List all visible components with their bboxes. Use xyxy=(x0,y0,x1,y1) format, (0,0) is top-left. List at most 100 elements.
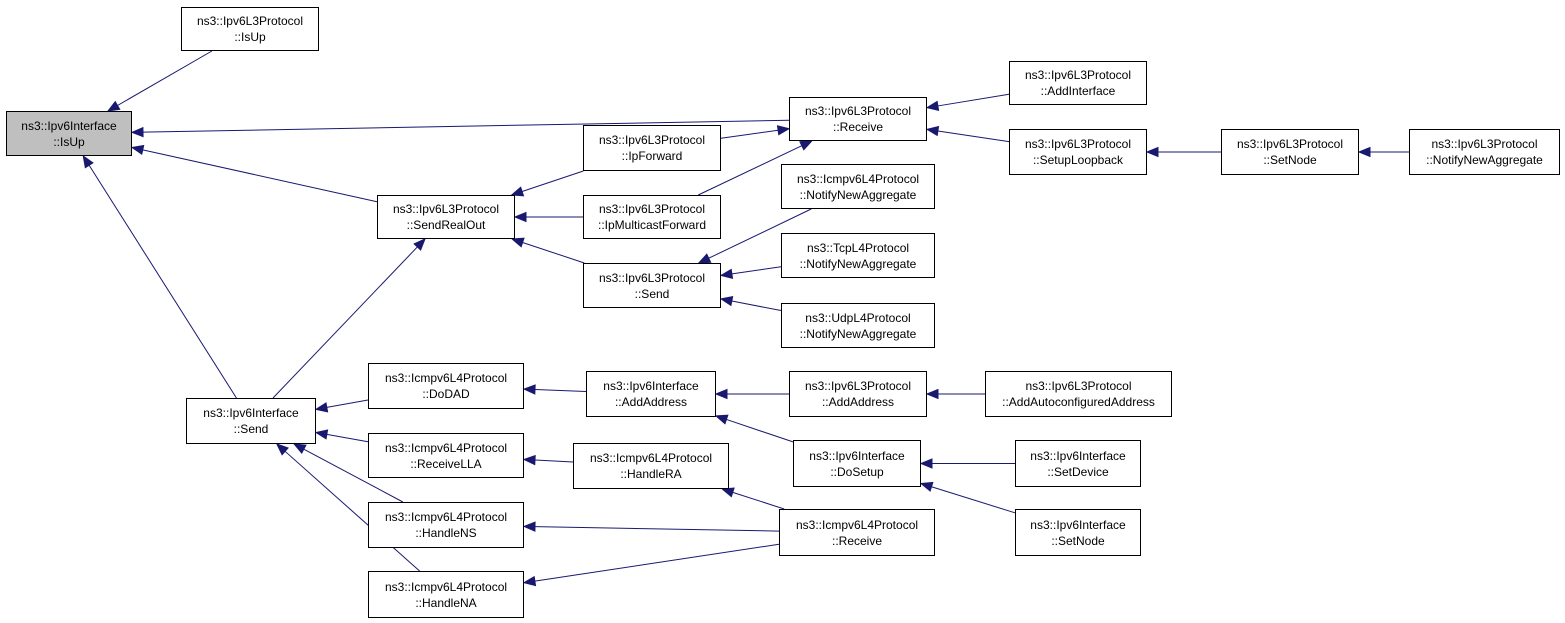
edge-arrowhead xyxy=(130,126,144,138)
edge-l3-sendrealout-to-root xyxy=(130,144,378,203)
edge-arrowhead xyxy=(799,140,813,151)
edge-arrowhead xyxy=(925,100,940,112)
edge-iface-dosetup-to-iface-addaddress xyxy=(714,414,794,443)
edge-line xyxy=(931,486,1016,514)
edge-icmp-notifynewaggregate-to-l3-send xyxy=(697,208,812,264)
edge-line xyxy=(522,241,585,264)
edge-icmp-dodad-to-iface-send xyxy=(314,399,369,413)
edge-line xyxy=(117,50,213,106)
edge-l3-send-to-l3-sendrealout xyxy=(510,237,585,264)
edge-arrowhead xyxy=(510,186,525,197)
edge-l3-ipforward-to-l3-receive xyxy=(720,125,791,139)
edge-iface-setnode-to-iface-dosetup xyxy=(919,481,1016,514)
edge-line xyxy=(534,526,780,532)
edge-icmp-handlera-to-icmp-receivella xyxy=(522,454,574,466)
node-icmpv6l4protocol-handlera[interactable]: ns3::Icmpv6L4Protocol::HandleRA xyxy=(573,443,729,489)
edge-l3-notifynewaggregate-to-l3-setnode xyxy=(1357,146,1409,158)
edge-iface-setdevice-to-iface-dosetup xyxy=(919,458,1015,469)
edge-l3-ipmulticastforward-to-l3-sendrealout xyxy=(513,211,583,223)
edge-arrowhead xyxy=(522,454,536,466)
edge-arrowhead xyxy=(1357,146,1371,158)
node-ipv6l3protocol-receive[interactable]: ns3::Ipv6L3Protocol::Receive xyxy=(789,97,927,141)
node-ipv6l3protocol-addinterface[interactable]: ns3::Ipv6L3Protocol::AddInterface xyxy=(1009,61,1147,105)
edge-l3-addaddress-to-iface-addaddress xyxy=(714,388,789,400)
edge-line xyxy=(732,491,785,510)
edge-line xyxy=(708,208,812,259)
node-ipv6l3protocol-notifynewaggregate[interactable]: ns3::Ipv6L3Protocol::NotifyNewAggregate xyxy=(1409,129,1560,175)
node-ipv6interface-addaddress[interactable]: ns3::Ipv6Interface::AddAddress xyxy=(586,371,716,417)
node-icmpv6l4protocol-handlena[interactable]: ns3::Icmpv6L4Protocol::HandleNA xyxy=(368,571,524,618)
node-ipv6l3protocol-ipmulticastforward[interactable]: ns3::Ipv6L3Protocol::IpMulticastForward xyxy=(583,195,721,239)
edge-arrowhead xyxy=(714,414,729,425)
node-icmpv6l4protocol-receivella[interactable]: ns3::Icmpv6L4Protocol::ReceiveLLA xyxy=(368,433,524,478)
edge-tcp-notifynewaggregate-to-l3-send xyxy=(719,266,782,279)
edge-l3-setuploopback-to-l3-receive xyxy=(925,125,1010,143)
edge-arrowhead xyxy=(719,268,734,279)
edge-arrowhead xyxy=(513,211,527,223)
edge-arrowhead xyxy=(925,125,940,137)
node-icmpv6l4protocol-notifynewaggregate[interactable]: ns3::Icmpv6L4Protocol::NotifyNewAggregat… xyxy=(781,164,935,209)
edge-arrowhead xyxy=(1145,146,1159,158)
edge-arrowhead xyxy=(714,388,728,400)
edge-line xyxy=(534,459,574,463)
edge-line xyxy=(326,433,369,443)
edge-arrowhead xyxy=(130,144,145,156)
edge-icmp-handlens-to-iface-send xyxy=(292,443,404,503)
node-udpl4protocol-notifynewaggregate[interactable]: ns3::UdpL4Protocol::NotifyNewAggregate xyxy=(781,303,935,348)
edge-icmp-handlena-to-iface-send xyxy=(275,443,420,572)
edge-line xyxy=(731,266,782,275)
edge-icmp-receivella-to-iface-send xyxy=(314,429,369,443)
edge-arrowhead xyxy=(510,237,525,248)
edge-line xyxy=(521,170,584,192)
node-icmpv6l4protocol-dodad[interactable]: ns3::Icmpv6L4Protocol::DoDAD xyxy=(368,363,524,409)
node-ipv6l3protocol-sendrealout[interactable]: ns3::Ipv6L3Protocol::SendRealOut xyxy=(377,195,515,239)
edge-line xyxy=(272,246,418,399)
edge-line xyxy=(142,149,378,203)
edge-line xyxy=(303,448,404,503)
edge-line xyxy=(284,450,420,572)
edge-icmp-receive-to-icmp-handlena xyxy=(522,543,780,587)
node-ipv6l3protocol-setuploopback[interactable]: ns3::Ipv6L3Protocol::SetupLoopback xyxy=(1009,129,1147,175)
edge-arrowhead xyxy=(719,295,734,307)
node-ipv6l3protocol-send[interactable]: ns3::Ipv6L3Protocol::Send xyxy=(583,263,721,308)
edge-line xyxy=(731,300,782,312)
node-ipv6l3protocol-ipforward[interactable]: ns3::Ipv6L3Protocol::IpForward xyxy=(583,125,721,171)
edge-l3-ipforward-to-l3-sendrealout xyxy=(510,170,584,197)
node-tcpl4protocol-notifynewaggregate[interactable]: ns3::TcpL4Protocol::NotifyNewAggregate xyxy=(781,233,935,278)
node-ipv6l3protocol-addautoconfiguredaddress[interactable]: ns3::Ipv6L3Protocol::AddAutoconfiguredAd… xyxy=(985,371,1172,417)
edge-l3-isup-to-root xyxy=(106,50,213,112)
node-ipv6l3protocol-setnode[interactable]: ns3::Ipv6L3Protocol::SetNode xyxy=(1221,129,1359,175)
edge-line xyxy=(326,399,369,408)
edge-arrowhead xyxy=(413,238,426,251)
node-ipv6l3protocol-addaddress[interactable]: ns3::Ipv6L3Protocol::AddAddress xyxy=(789,371,927,417)
node-ipv6l3protocol-isup[interactable]: ns3::Ipv6L3Protocol::IsUp xyxy=(181,7,319,51)
edge-iface-addaddress-to-icmp-dodad xyxy=(522,384,587,395)
edge-udp-notifynewaggregate-to-l3-send xyxy=(719,295,782,312)
edge-arrowhead xyxy=(522,384,536,395)
node-icmpv6l4protocol-handlens[interactable]: ns3::Icmpv6L4Protocol::HandleNS xyxy=(368,502,524,548)
edge-line xyxy=(142,119,790,133)
edge-line xyxy=(698,145,803,196)
edge-line xyxy=(534,543,780,582)
node-ipv6interface-setdevice[interactable]: ns3::Ipv6Interface::SetDevice xyxy=(1015,440,1141,487)
node-ipv6interface-dosetup[interactable]: ns3::Ipv6Interface::DoSetup xyxy=(793,440,921,487)
edge-line xyxy=(937,130,1010,143)
edge-arrowhead xyxy=(776,125,791,136)
edge-l3-receive-to-root xyxy=(130,119,790,138)
edge-l3-setnode-to-l3-setuploopback xyxy=(1145,146,1221,158)
edge-arrowhead xyxy=(82,154,94,169)
edge-arrowhead xyxy=(919,481,934,492)
node-icmpv6l4protocol-receive[interactable]: ns3::Icmpv6L4Protocol::Receive xyxy=(779,509,935,556)
edge-arrowhead xyxy=(314,429,329,440)
edge-line xyxy=(534,388,587,392)
edge-line xyxy=(937,93,1010,107)
edge-iface-send-to-root xyxy=(82,154,237,399)
node-ipv6interface-setnode[interactable]: ns3::Ipv6Interface::SetNode xyxy=(1015,509,1141,556)
node-ipv6interface-isup: ns3::Ipv6Interface::IsUp xyxy=(6,111,132,156)
edge-l3-ipmulticastforward-to-l3-receive xyxy=(698,140,813,196)
edge-icmp-receive-to-icmp-handlens xyxy=(522,521,780,532)
edge-iface-send-to-l3-sendrealout xyxy=(272,238,426,399)
node-ipv6interface-send[interactable]: ns3::Ipv6Interface::Send xyxy=(186,398,316,444)
